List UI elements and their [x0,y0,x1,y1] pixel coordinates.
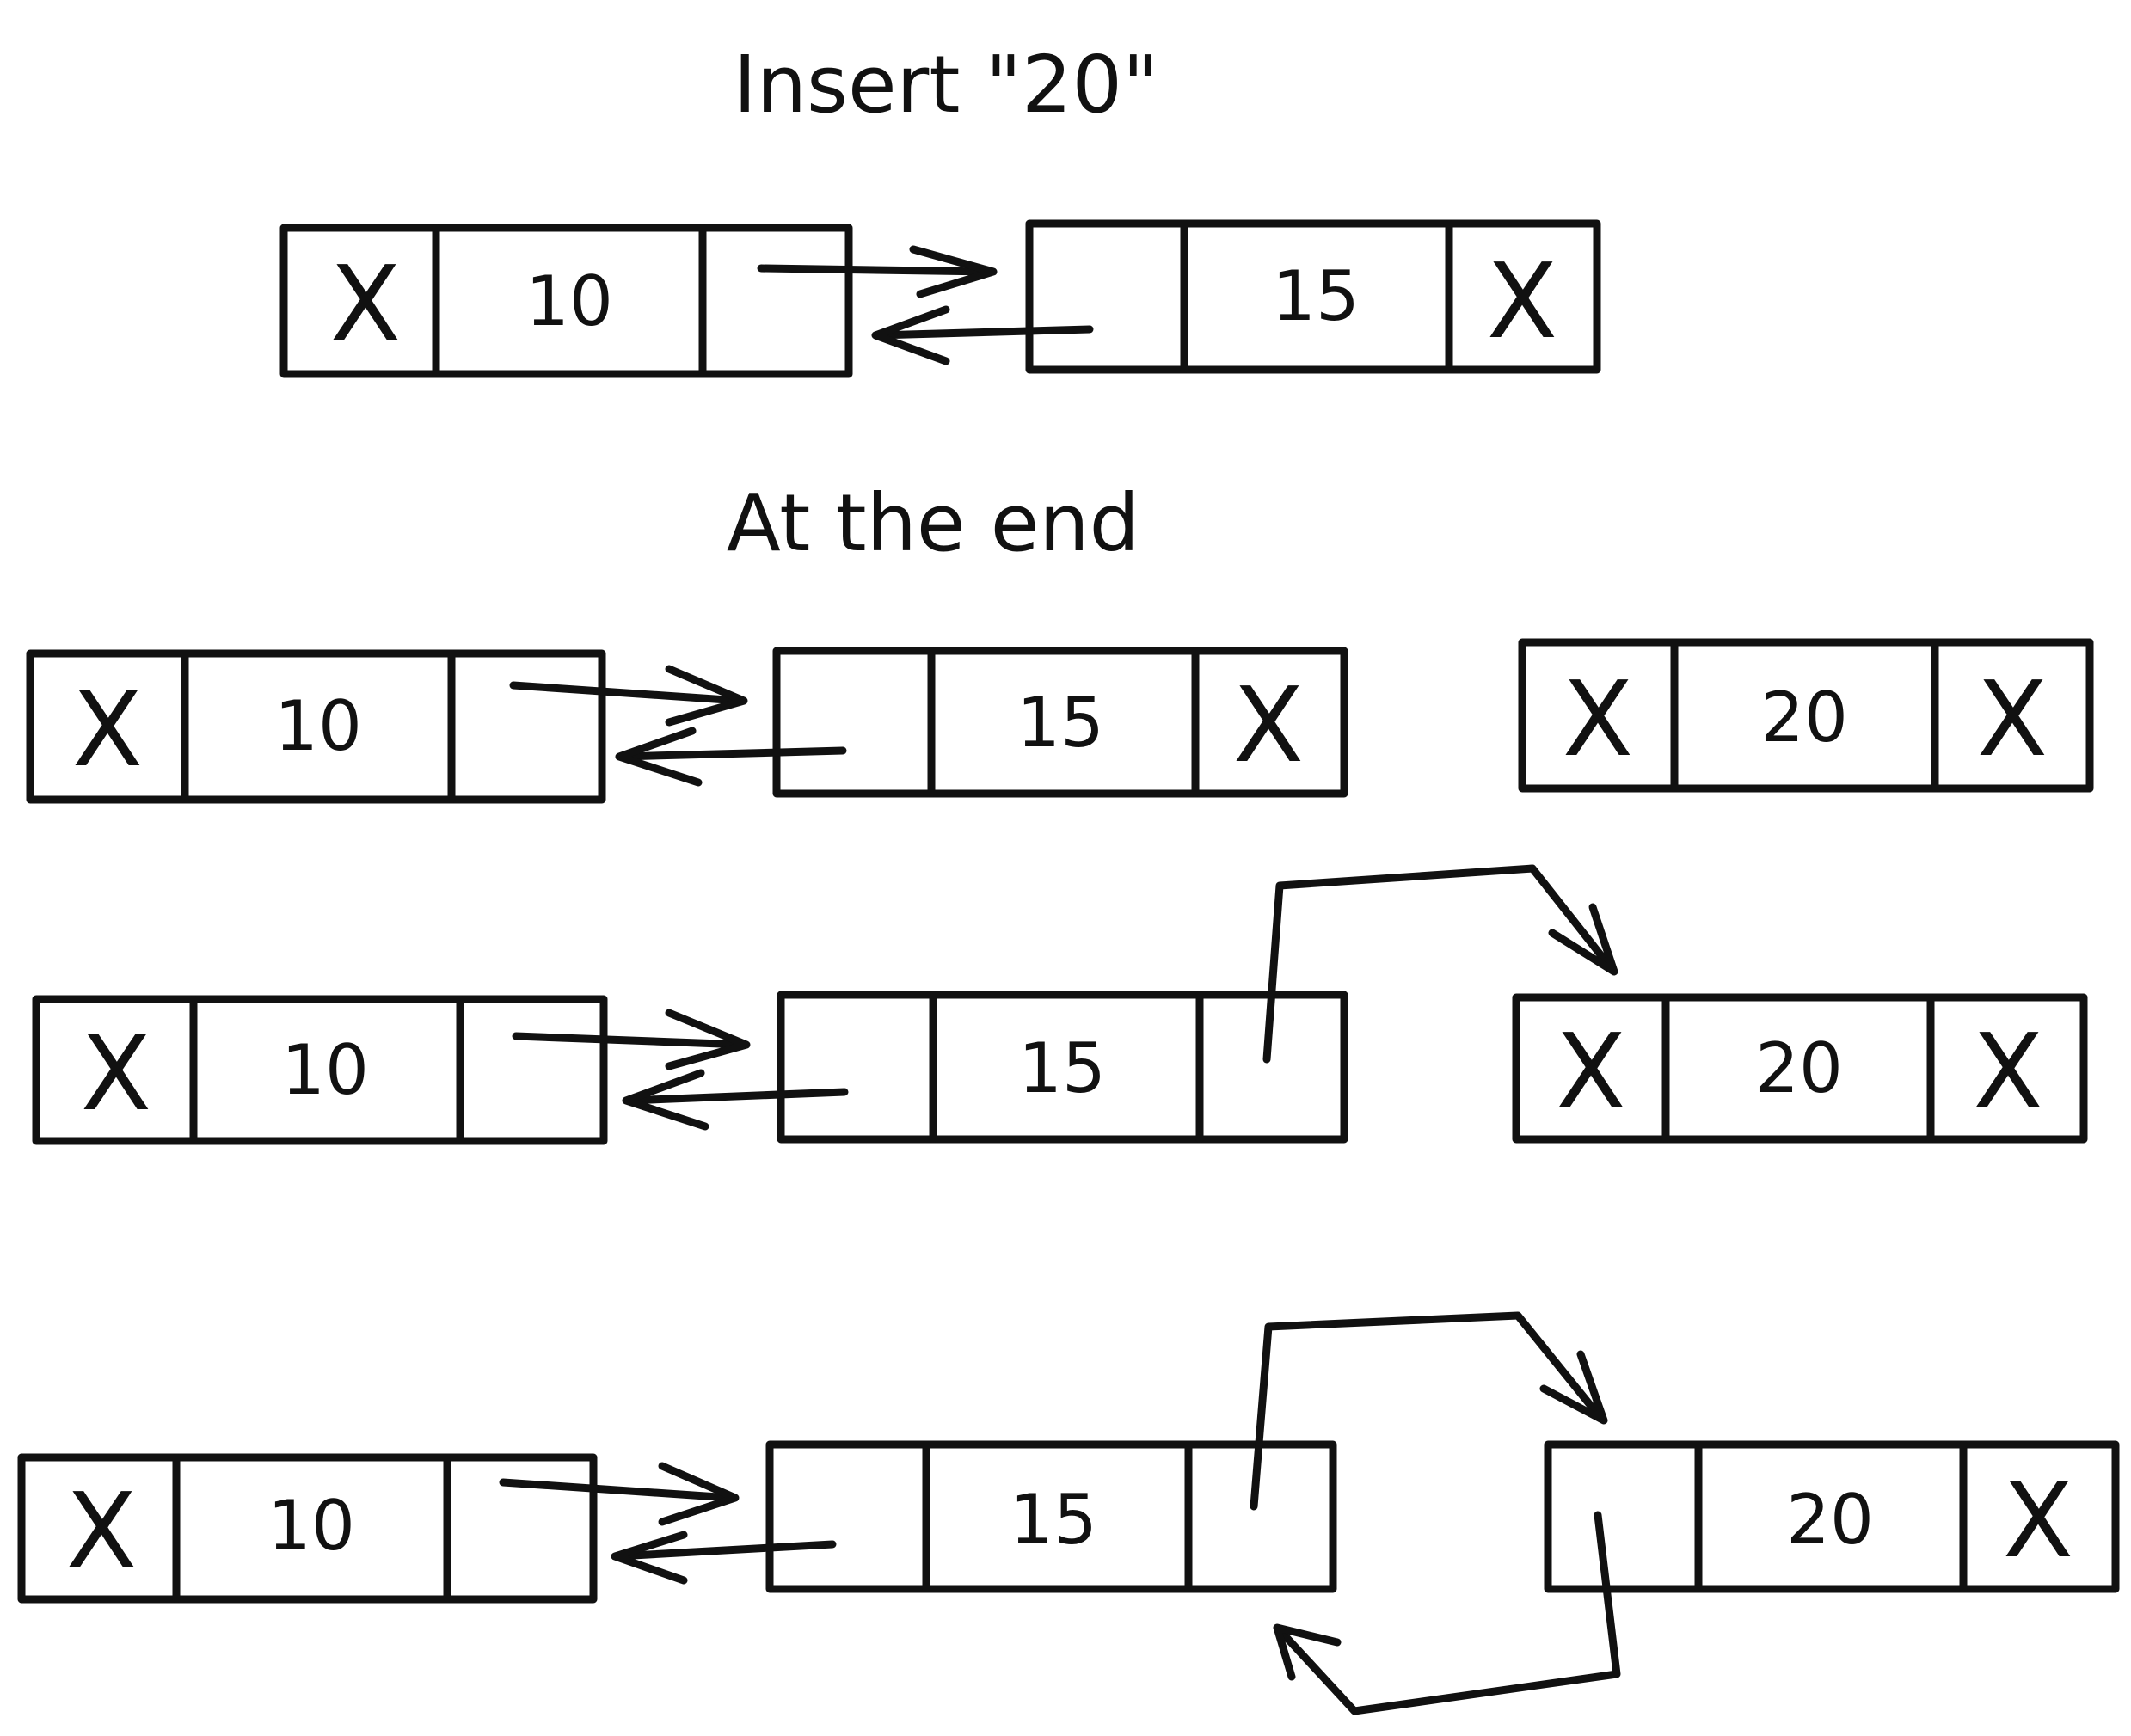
node-20-new: X 20 X [1518,638,2094,793]
null-prev-marker: X [1563,660,1633,780]
node-outline [32,995,608,1145]
prev-pointer-arrowhead [611,1531,688,1585]
heading-at-the-end: At the end [727,477,1139,569]
node-20-new: 20 X [1544,1440,2120,1593]
node-outline [777,991,1348,1144]
node-value: 15 [1272,256,1360,336]
node-20-new: X 20 X [1512,993,2088,1144]
node-outline [1512,993,2088,1144]
next-pointer-arrow [509,681,744,705]
null-prev-marker: X [1556,1013,1626,1132]
null-prev-marker: X [72,671,143,790]
null-prev-marker: X [330,245,401,365]
prev-pointer-arrowhead [615,727,703,787]
node-10: X 10 [279,224,853,378]
node-value: 15 [1010,1480,1097,1560]
next-pointer-arrow [757,264,993,276]
node-value: 10 [525,261,613,341]
next-pointer-arrowhead [665,1009,751,1070]
prev-pointer-arrow [613,1540,837,1561]
node-value: 10 [274,686,362,766]
new-next-pointer-arrowhead [1548,903,1618,976]
next-pointer-arrow [499,1478,735,1502]
new-next-pointer-arrowhead [1539,1350,1608,1425]
node-15: 15 X [1025,219,1601,374]
step-4-link-prev: X 10 15 20 X [17,1311,2120,1715]
prev-pointer-arrow [623,1088,849,1105]
prev-pointer-arrow [873,325,1094,340]
next-pointer-arrowhead [665,665,748,727]
node-10: X 10 [17,1453,598,1604]
node-value: 15 [1018,1028,1106,1108]
null-next-marker: X [1233,666,1304,786]
node-value: 15 [1016,683,1104,763]
node-outline [765,1440,1337,1593]
null-next-marker: X [1977,660,2048,780]
new-next-pointer-arrow [1250,1311,1606,1511]
node-value: 10 [281,1030,369,1110]
null-next-marker: X [1973,1013,2043,1132]
node-outline [1025,219,1601,374]
node-10: X 10 [26,649,606,804]
heading-insert: Insert "20" [734,39,1159,131]
prev-pointer-arrow [617,746,847,761]
new-next-pointer-arrow [1262,864,1617,1064]
node-15: 15 [777,991,1348,1144]
node-value: 20 [1786,1480,1874,1560]
node-outline [1544,1440,2120,1593]
node-outline [1518,638,2094,793]
next-pointer-arrowhead [658,1462,740,1526]
next-pointer-arrowhead [909,245,998,298]
node-10: X 10 [32,995,608,1145]
node-value: 10 [267,1486,355,1566]
node-15: 15 X [772,647,1348,798]
new-prev-pointer-arrow [1277,1511,1621,1715]
step-2-new-node-created: X 10 15 X X 20 X [26,638,2094,804]
null-prev-marker: X [81,1015,151,1134]
prev-pointer-arrowhead [871,305,950,365]
new-prev-pointer-arrowhead [1273,1623,1342,1681]
step-3-link-next: X 10 15 X 20 X [32,864,2088,1145]
null-next-marker: X [1487,242,1557,362]
node-outline [17,1453,598,1604]
node-15: 15 [765,1440,1337,1593]
node-outline [279,224,853,378]
node-value: 20 [1755,1028,1843,1108]
node-outline [26,649,606,804]
node-outline [772,647,1348,798]
step-1-initial-list: X 10 15 X [279,219,1601,378]
null-next-marker: X [2003,1462,2073,1581]
null-prev-marker: X [66,1472,137,1592]
next-pointer-arrow [512,1032,748,1049]
prev-pointer-arrowhead [622,1069,709,1131]
node-value: 20 [1760,678,1848,758]
